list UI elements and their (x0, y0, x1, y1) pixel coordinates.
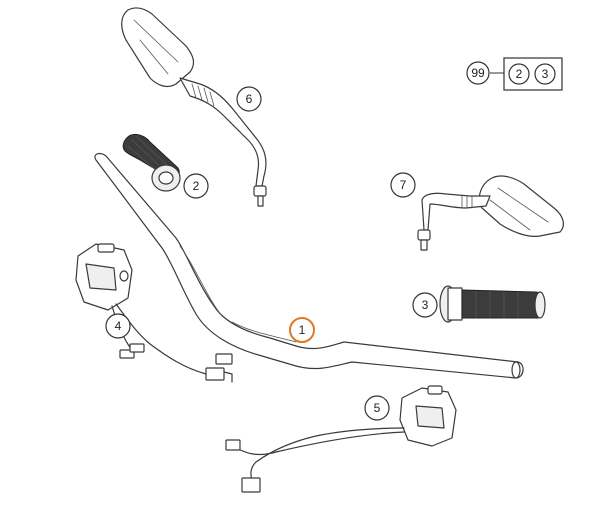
callout-1: 1 (289, 317, 315, 343)
callout-label: 4 (115, 319, 122, 333)
callout-label: 2 (193, 179, 200, 193)
kit-item: 2 (516, 67, 523, 81)
kit-reference: 99 2 3 (466, 57, 563, 91)
callout-label: 5 (374, 401, 381, 415)
callout-label: 3 (422, 298, 429, 312)
kit-item: 3 (542, 67, 549, 81)
left-grip (122, 134, 181, 192)
right-mirror (417, 175, 564, 251)
kit-label: 99 (471, 66, 485, 80)
callout-label: 1 (299, 323, 306, 337)
callout-label: 6 (246, 92, 253, 106)
callout-label: 7 (400, 178, 407, 192)
kit-item-circle (508, 63, 530, 85)
right-switch (225, 385, 457, 493)
callout-7: 7 (390, 172, 416, 198)
right-grip (439, 285, 546, 323)
left-switch (75, 243, 233, 383)
kit-callout (466, 61, 490, 85)
left-mirror (121, 7, 267, 207)
kit-item-circle (534, 63, 556, 85)
handlebar (94, 152, 524, 379)
callout-6: 6 (236, 86, 262, 112)
callout-3: 3 (412, 292, 438, 318)
callout-2: 2 (183, 173, 209, 199)
callout-5: 5 (364, 395, 390, 421)
callout-4: 4 (105, 313, 131, 339)
